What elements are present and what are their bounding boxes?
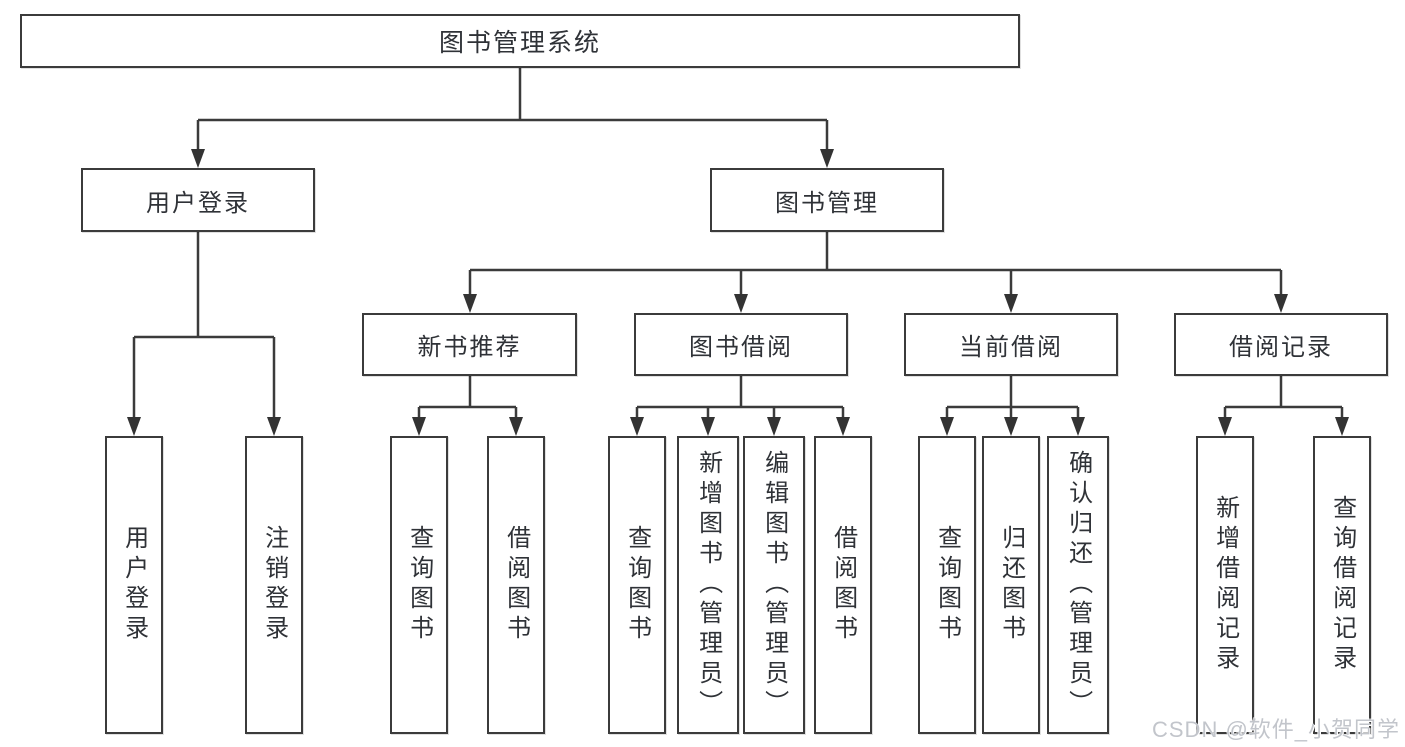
leaf-confirm-return-admin: 确认归还（管理员） xyxy=(1047,436,1109,734)
node-new-book-recommend-label: 新书推荐 xyxy=(417,334,522,361)
leaf-query-books-borrow: 查询图书 xyxy=(608,436,666,734)
node-book-management: 图书管理 xyxy=(710,168,944,232)
leaf-borrow-books-recommend-label: 借阅图书 xyxy=(502,525,530,645)
node-new-book-recommend: 新书推荐 xyxy=(362,313,577,376)
leaf-query-books-recommend: 查询图书 xyxy=(390,436,448,734)
node-borrow-records: 借阅记录 xyxy=(1174,313,1388,376)
leaf-user-login-label: 用户登录 xyxy=(120,525,148,645)
arrowhead xyxy=(767,417,781,436)
watermark-text: CSDN @软件_小贺同学 xyxy=(1152,717,1401,742)
leaf-query-borrow-record: 查询借阅记录 xyxy=(1313,436,1371,734)
leaf-user-login: 用户登录 xyxy=(105,436,163,734)
node-user-login: 用户登录 xyxy=(81,168,315,232)
node-book-management-label: 图书管理 xyxy=(775,189,879,217)
arrowhead xyxy=(734,294,748,313)
node-root: 图书管理系统 xyxy=(20,14,1020,68)
leaf-return-book: 归还图书 xyxy=(982,436,1040,734)
node-user-login-label: 用户登录 xyxy=(146,189,250,217)
leaf-edit-book-admin: 编辑图书（管理员） xyxy=(743,436,805,734)
arrowhead xyxy=(836,417,850,436)
arrowhead-group xyxy=(127,149,1349,436)
arrowhead xyxy=(1274,294,1288,313)
leaf-borrow-books: 借阅图书 xyxy=(814,436,872,734)
arrowhead xyxy=(701,417,715,436)
leaf-borrow-books-label: 借阅图书 xyxy=(829,525,857,645)
leaf-add-borrow-record-label: 新增借阅记录 xyxy=(1211,495,1239,675)
leaf-add-book-admin-label: 新增图书（管理员） xyxy=(694,450,722,720)
connector-lines xyxy=(132,68,1344,420)
leaf-query-books-current-label: 查询图书 xyxy=(933,525,961,645)
leaf-borrow-books-recommend: 借阅图书 xyxy=(487,436,545,734)
arrowhead xyxy=(1335,417,1349,436)
node-current-borrow: 当前借阅 xyxy=(904,313,1118,376)
arrowhead xyxy=(1218,417,1232,436)
leaf-logout-label: 注销登录 xyxy=(260,525,288,645)
leaf-query-borrow-record-label: 查询借阅记录 xyxy=(1328,495,1356,675)
node-book-borrow-label: 图书借阅 xyxy=(689,334,793,361)
arrowhead xyxy=(1071,417,1085,436)
arrowhead xyxy=(267,417,281,436)
arrowhead xyxy=(1004,294,1018,313)
arrowhead xyxy=(940,417,954,436)
arrowhead xyxy=(1004,417,1018,436)
arrowhead xyxy=(509,417,523,436)
arrowhead xyxy=(191,149,205,168)
arrowhead xyxy=(820,149,834,168)
leaf-return-book-label: 归还图书 xyxy=(997,525,1025,645)
leaf-add-book-admin: 新增图书（管理员） xyxy=(677,436,739,734)
arrowhead xyxy=(127,417,141,436)
node-book-borrow: 图书借阅 xyxy=(634,313,848,376)
node-borrow-records-label: 借阅记录 xyxy=(1229,334,1333,361)
leaf-query-books-recommend-label: 查询图书 xyxy=(405,525,433,645)
arrowhead xyxy=(463,294,477,313)
leaf-query-books-current: 查询图书 xyxy=(918,436,976,734)
leaf-logout: 注销登录 xyxy=(245,436,303,734)
node-current-borrow-label: 当前借阅 xyxy=(959,334,1063,361)
leaf-confirm-return-admin-label: 确认归还（管理员） xyxy=(1064,450,1092,720)
arrowhead xyxy=(412,417,426,436)
leaf-add-borrow-record: 新增借阅记录 xyxy=(1196,436,1254,734)
leaf-edit-book-admin-label: 编辑图书（管理员） xyxy=(760,450,788,720)
node-root-label: 图书管理系统 xyxy=(438,29,601,57)
leaf-query-books-borrow-label: 查询图书 xyxy=(623,525,651,645)
arrowhead xyxy=(630,417,644,436)
